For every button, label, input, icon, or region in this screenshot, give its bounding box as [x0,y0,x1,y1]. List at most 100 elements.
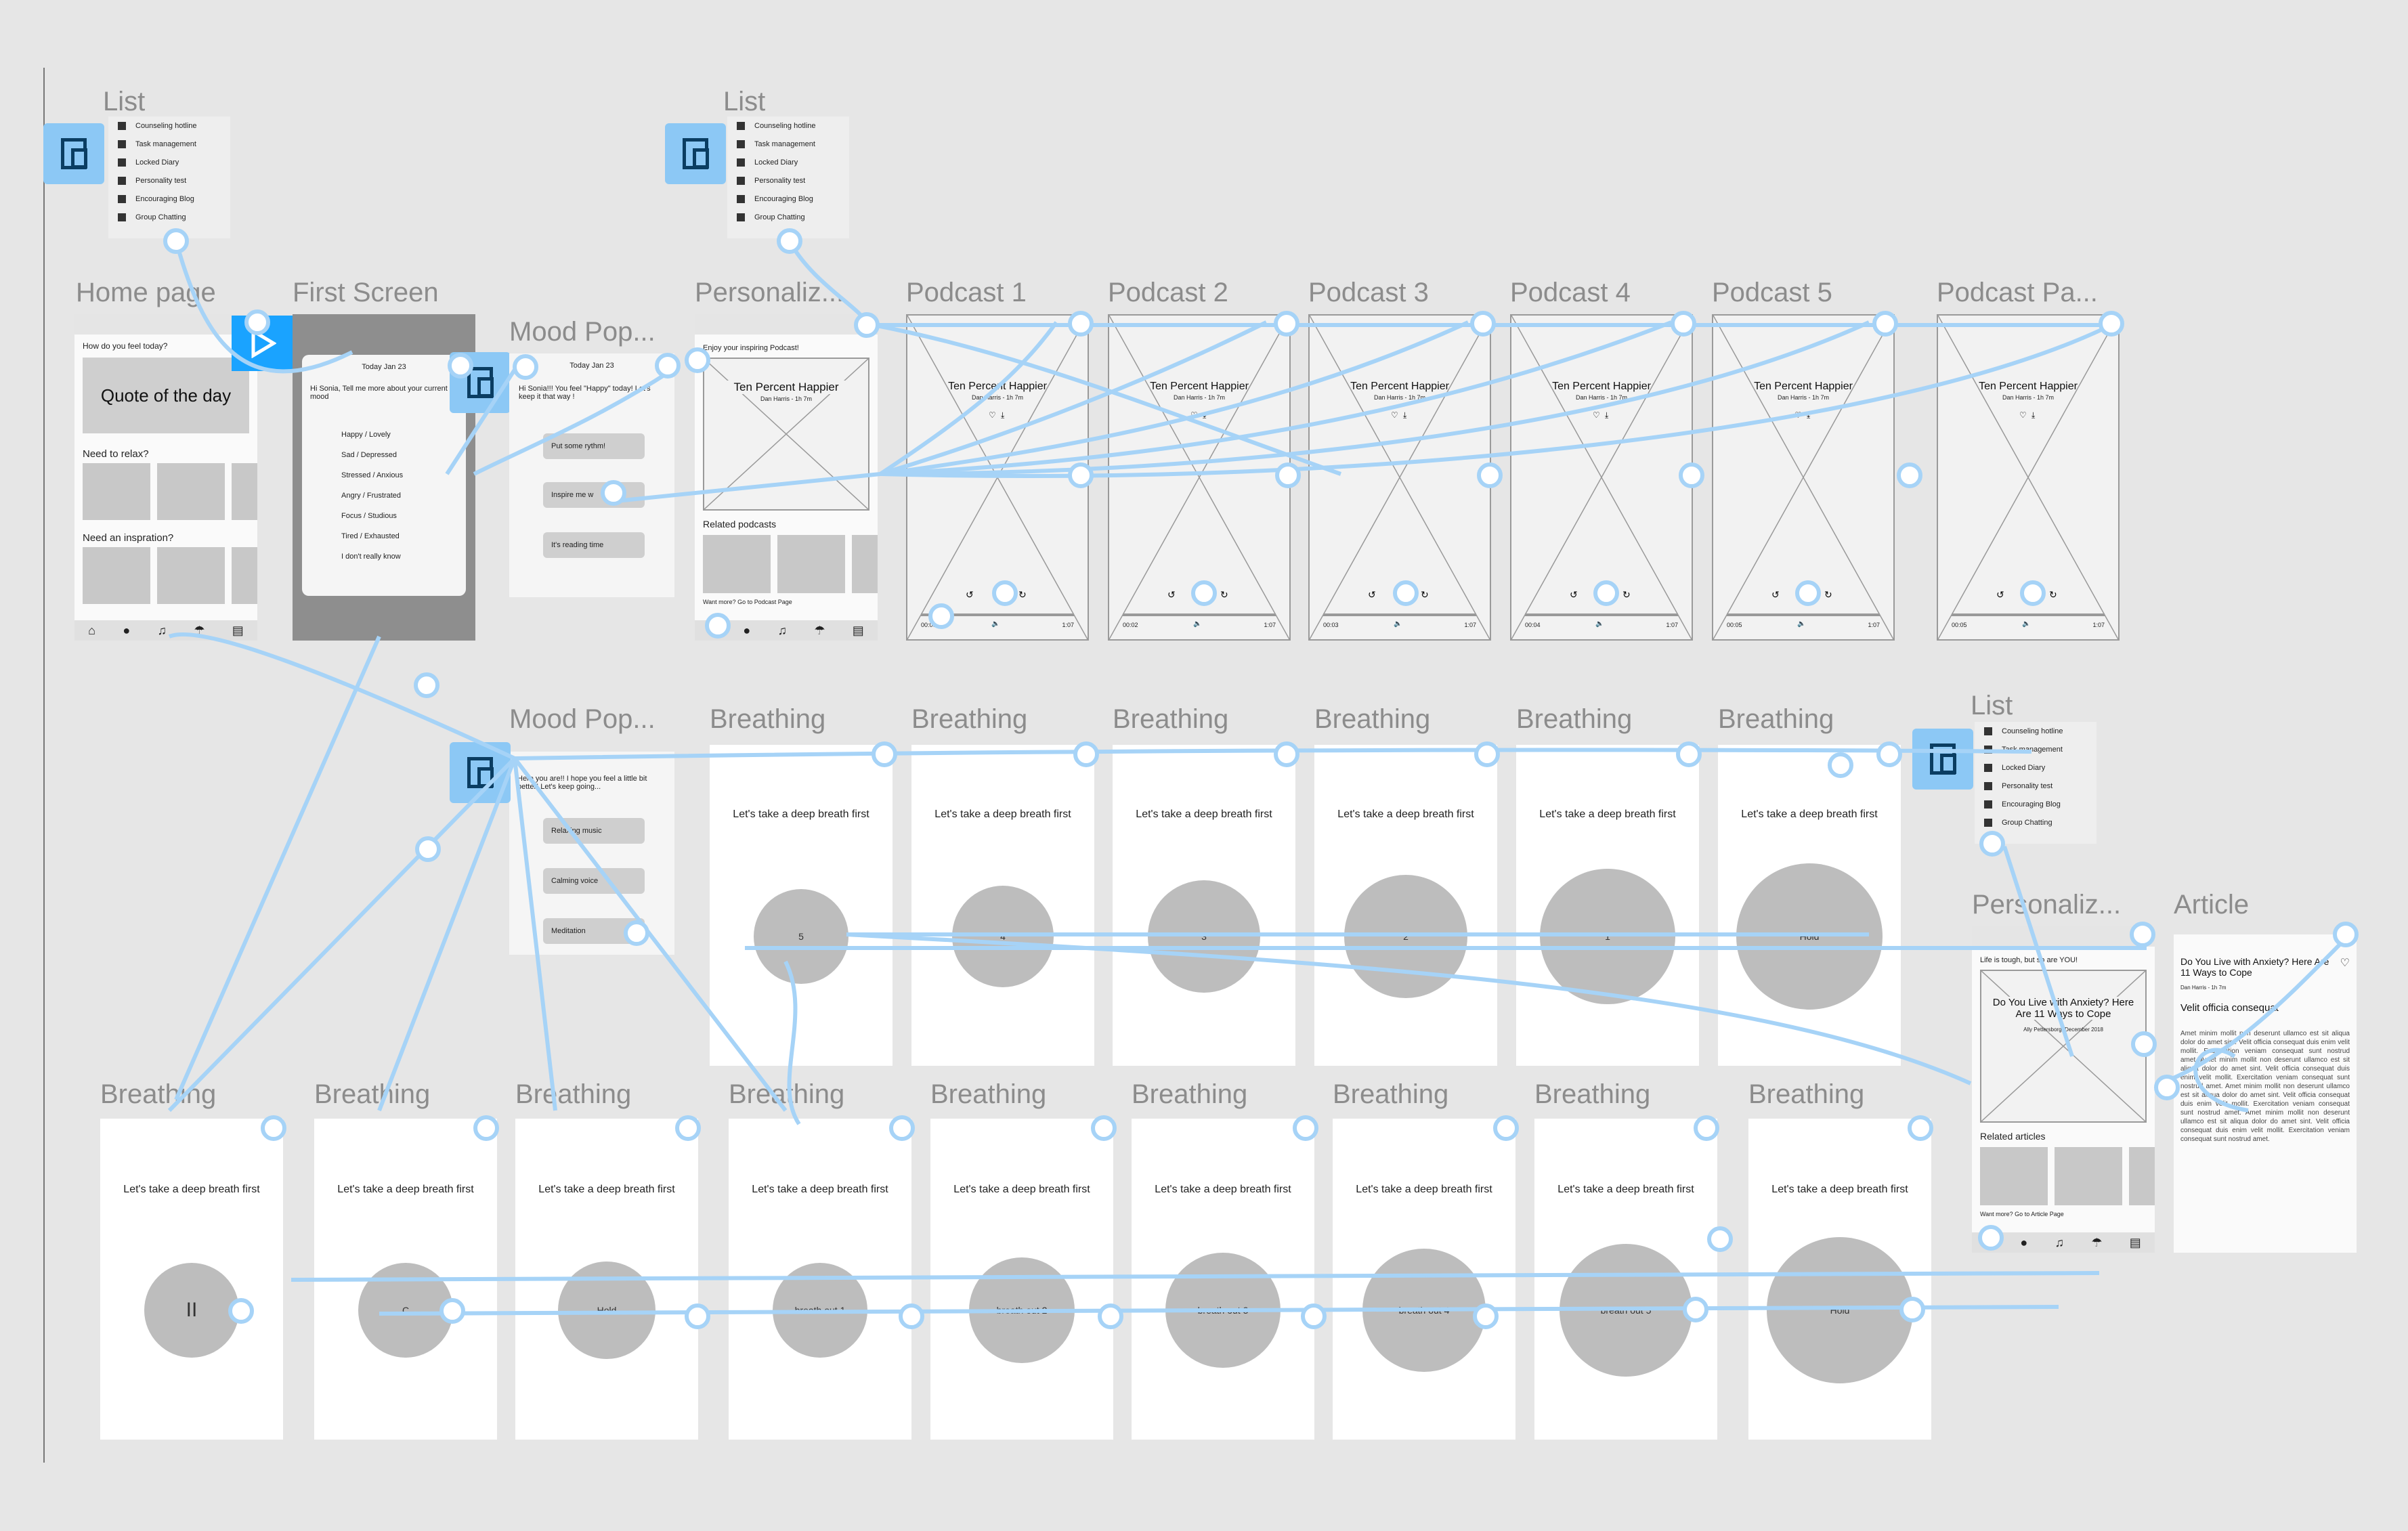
frame-breathing[interactable]: Let's take a deep breath first 2 [1314,745,1497,1066]
list-item[interactable]: Task management [108,135,230,153]
related-thumb[interactable] [1980,1147,2048,1205]
umbrella-icon[interactable]: ☂ [194,623,205,637]
user-icon[interactable]: ● [123,623,131,637]
breathing-circle[interactable]: II [144,1263,239,1358]
umbrella-icon[interactable]: ☂ [2091,1235,2103,1249]
heart-icon[interactable]: ♡ [1190,410,1198,420]
frame-podcast-3[interactable]: Ten Percent Happier Dan Harris - 1h 7m ♡… [1308,314,1491,641]
list-item[interactable]: Group Chatting [1975,813,2097,832]
forward-icon[interactable]: ↻ [1421,589,1429,600]
volume-icon[interactable]: 🔈 [1394,620,1402,628]
frame-personalized-article[interactable]: Life is tough, but so are YOU! Do You Li… [1972,926,2155,1253]
bottom-nav[interactable]: ⌂●♫☂▤ [695,620,878,641]
frame-breathing[interactable]: Let's take a deep breath first breath ou… [729,1119,911,1440]
heart-icon[interactable]: ♡ [989,410,996,420]
frame-first-screen[interactable]: Today Jan 23 Hi Sonia, Tell me more abou… [293,314,475,641]
breathing-circle[interactable]: breath out 2 [969,1257,1075,1363]
mood-option[interactable]: Stressed / Anxious [341,471,404,479]
breathing-circle[interactable]: 3 [1148,880,1260,993]
frame-breathing[interactable]: Let's take a deep breath first Hold [1718,745,1901,1066]
list-item[interactable]: Task management [1975,740,2097,758]
breathing-circle[interactable]: C [358,1263,453,1358]
mood-option[interactable]: I don't really know [341,553,401,561]
frame-podcast-1[interactable]: Ten Percent Happier Dan Harris - 1h 7m ♡… [906,314,1089,641]
frame-breathing[interactable]: Let's take a deep breath first 4 [911,745,1094,1066]
frame-podcast-6[interactable]: Ten Percent Happier Dan Harris - 1h 7m ♡… [1937,314,2120,641]
forward-icon[interactable]: ↻ [2049,589,2057,600]
bottom-nav[interactable]: ⌂●♫☂▤ [74,620,257,641]
list-right[interactable]: Counseling hotline Task management Locke… [1975,722,2097,844]
user-icon[interactable]: ● [743,623,751,637]
list-item[interactable]: Personality test [1975,777,2097,795]
home-icon[interactable]: ⌂ [1985,1235,1994,1249]
article-page-link[interactable]: Want more? Go to Article Page [1980,1211,2064,1217]
rewind-icon[interactable]: ↺ [1570,589,1578,600]
heart-icon[interactable]: ♡ [2340,957,2350,969]
list-item[interactable]: Locked Diary [108,153,230,171]
breathing-circle[interactable]: Hold [558,1262,655,1359]
related-thumb[interactable] [2055,1147,2122,1205]
volume-icon[interactable]: 🔈 [1595,620,1604,628]
breathing-circle[interactable]: breath out 5 [1560,1244,1692,1377]
frame-podcast-2[interactable]: Ten Percent Happier Dan Harris - 1h 7m ♡… [1108,314,1291,641]
inspire-thumb[interactable] [232,547,257,604]
book-icon[interactable]: ▤ [852,623,864,637]
frame-breathing[interactable]: Let's take a deep breath first C [314,1119,497,1440]
connection-node[interactable] [415,836,441,862]
music-icon[interactable]: ♫ [2055,1235,2065,1249]
heart-icon[interactable]: ♡ [2019,410,2027,420]
download-icon[interactable]: ⤓ [1605,410,1609,420]
list-item[interactable]: Group Chatting [727,208,849,226]
podcast-page-link[interactable]: Want more? Go to Podcast Page [703,599,792,605]
relax-thumb[interactable] [157,463,225,520]
frame-mood-pop-1[interactable]: Today Jan 23 Hi Sonia!!! You feel "Happy… [509,353,674,597]
heart-icon[interactable]: ♡ [1391,410,1398,420]
related-thumb[interactable] [703,535,771,593]
list-item[interactable]: Counseling hotline [727,116,849,135]
breathing-circle[interactable]: Hold [1736,863,1883,1010]
connection-node[interactable] [1897,462,1922,488]
mood-option[interactable]: Happy / Lovely [341,431,391,439]
component-icon[interactable] [1912,729,1973,790]
forward-icon[interactable]: ↻ [1220,589,1228,600]
rhythm-button[interactable]: Put some rythm! [543,433,645,459]
breathing-circle[interactable]: breath out 1 [773,1263,867,1358]
frame-breathing[interactable]: Let's take a deep breath first 5 [710,745,893,1066]
rewind-icon[interactable]: ↺ [1771,589,1780,600]
volume-icon[interactable]: 🔈 [1193,620,1202,628]
frame-breathing[interactable]: Let's take a deep breath first Hold [1748,1119,1931,1440]
user-icon[interactable]: ● [2020,1235,2028,1249]
inspire-button[interactable]: Inspire me w [543,482,645,508]
frame-home-page[interactable]: How do you feel today? Quote of the day … [74,314,257,641]
frame-breathing[interactable]: Let's take a deep breath first 3 [1113,745,1295,1066]
quote-card[interactable]: Quote of the day [83,358,249,433]
breathing-circle[interactable]: 2 [1344,875,1467,998]
umbrella-icon[interactable]: ☂ [814,623,825,637]
frame-mood-pop-2[interactable]: Here you are!! I hope you feel a little … [509,752,674,955]
component-icon[interactable] [43,123,104,184]
progress-track[interactable] [1727,613,1880,616]
download-icon[interactable]: ⤓ [1001,410,1005,420]
breathing-circle[interactable]: 4 [952,886,1054,987]
mood-option[interactable]: Sad / Depressed [341,451,397,459]
forward-icon[interactable]: ↻ [1824,589,1832,600]
rewind-icon[interactable]: ↺ [1368,589,1376,600]
inspire-thumb[interactable] [157,547,225,604]
connection-node[interactable] [414,672,439,698]
rewind-icon[interactable]: ↺ [1167,589,1176,600]
list-item[interactable]: Locked Diary [727,153,849,171]
breathing-circle[interactable]: 5 [754,889,848,984]
mood-option[interactable]: Angry / Frustrated [341,492,402,500]
list-item[interactable]: Encouraging Blog [727,190,849,208]
home-icon[interactable]: ⌂ [88,623,96,637]
heart-icon[interactable]: ♡ [1794,410,1802,420]
list-item[interactable]: Task management [727,135,849,153]
progress-track[interactable] [1525,613,1678,616]
rewind-icon[interactable]: ↺ [1996,589,2004,600]
reading-button[interactable]: It's reading time [543,532,645,558]
download-icon[interactable]: ⤓ [1403,410,1407,420]
forward-icon[interactable]: ↻ [1622,589,1631,600]
volume-icon[interactable]: 🔈 [1797,620,1806,628]
download-icon[interactable]: ⤓ [2031,410,2036,420]
list-item[interactable]: Personality test [108,171,230,190]
